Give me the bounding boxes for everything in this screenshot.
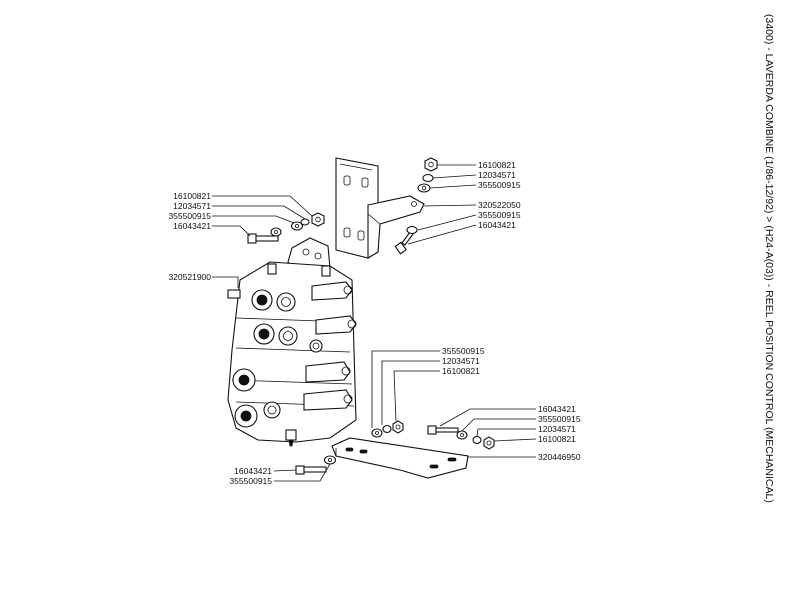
control-valve-block [227, 237, 357, 447]
callout-355500915: 355500915 [538, 414, 581, 424]
upper-right-hardware [394, 157, 438, 255]
callout-320446950: 320446950 [538, 452, 581, 462]
callout-16043421: 16043421 [538, 404, 576, 414]
callout-16100821: 16100821 [478, 160, 516, 170]
callout-16100821: 16100821 [538, 434, 576, 444]
callout-355500915: 355500915 [442, 346, 485, 356]
callout-355500915: 355500915 [478, 210, 521, 220]
callout-355500915: 355500915 [478, 180, 521, 190]
callout-12034571: 12034571 [538, 424, 576, 434]
callout-12034571: 12034571 [478, 170, 516, 180]
callout-320521900: 320521900 [168, 272, 211, 282]
callout-12034571: 12034571 [173, 201, 211, 211]
upper-bracket [335, 157, 425, 259]
callout-16100821: 16100821 [173, 191, 211, 201]
callout-16100821: 16100821 [442, 366, 480, 376]
upper-left-hardware [247, 212, 325, 244]
lower-center-hardware [371, 420, 404, 438]
callout-16043421: 16043421 [478, 220, 516, 230]
lower-right-hardware [427, 425, 495, 450]
callout-labels: 16100821 12034571 355500915 320522050 35… [168, 160, 580, 486]
callout-12034571: 12034571 [442, 356, 480, 366]
leader-lines [212, 164, 537, 482]
lower-bracket [331, 437, 469, 479]
callout-355500915: 355500915 [229, 476, 272, 486]
callout-320522050: 320522050 [478, 200, 521, 210]
callout-16043421: 16043421 [173, 221, 211, 231]
callout-355500915: 355500915 [168, 211, 211, 221]
callout-16043421: 16043421 [234, 466, 272, 476]
